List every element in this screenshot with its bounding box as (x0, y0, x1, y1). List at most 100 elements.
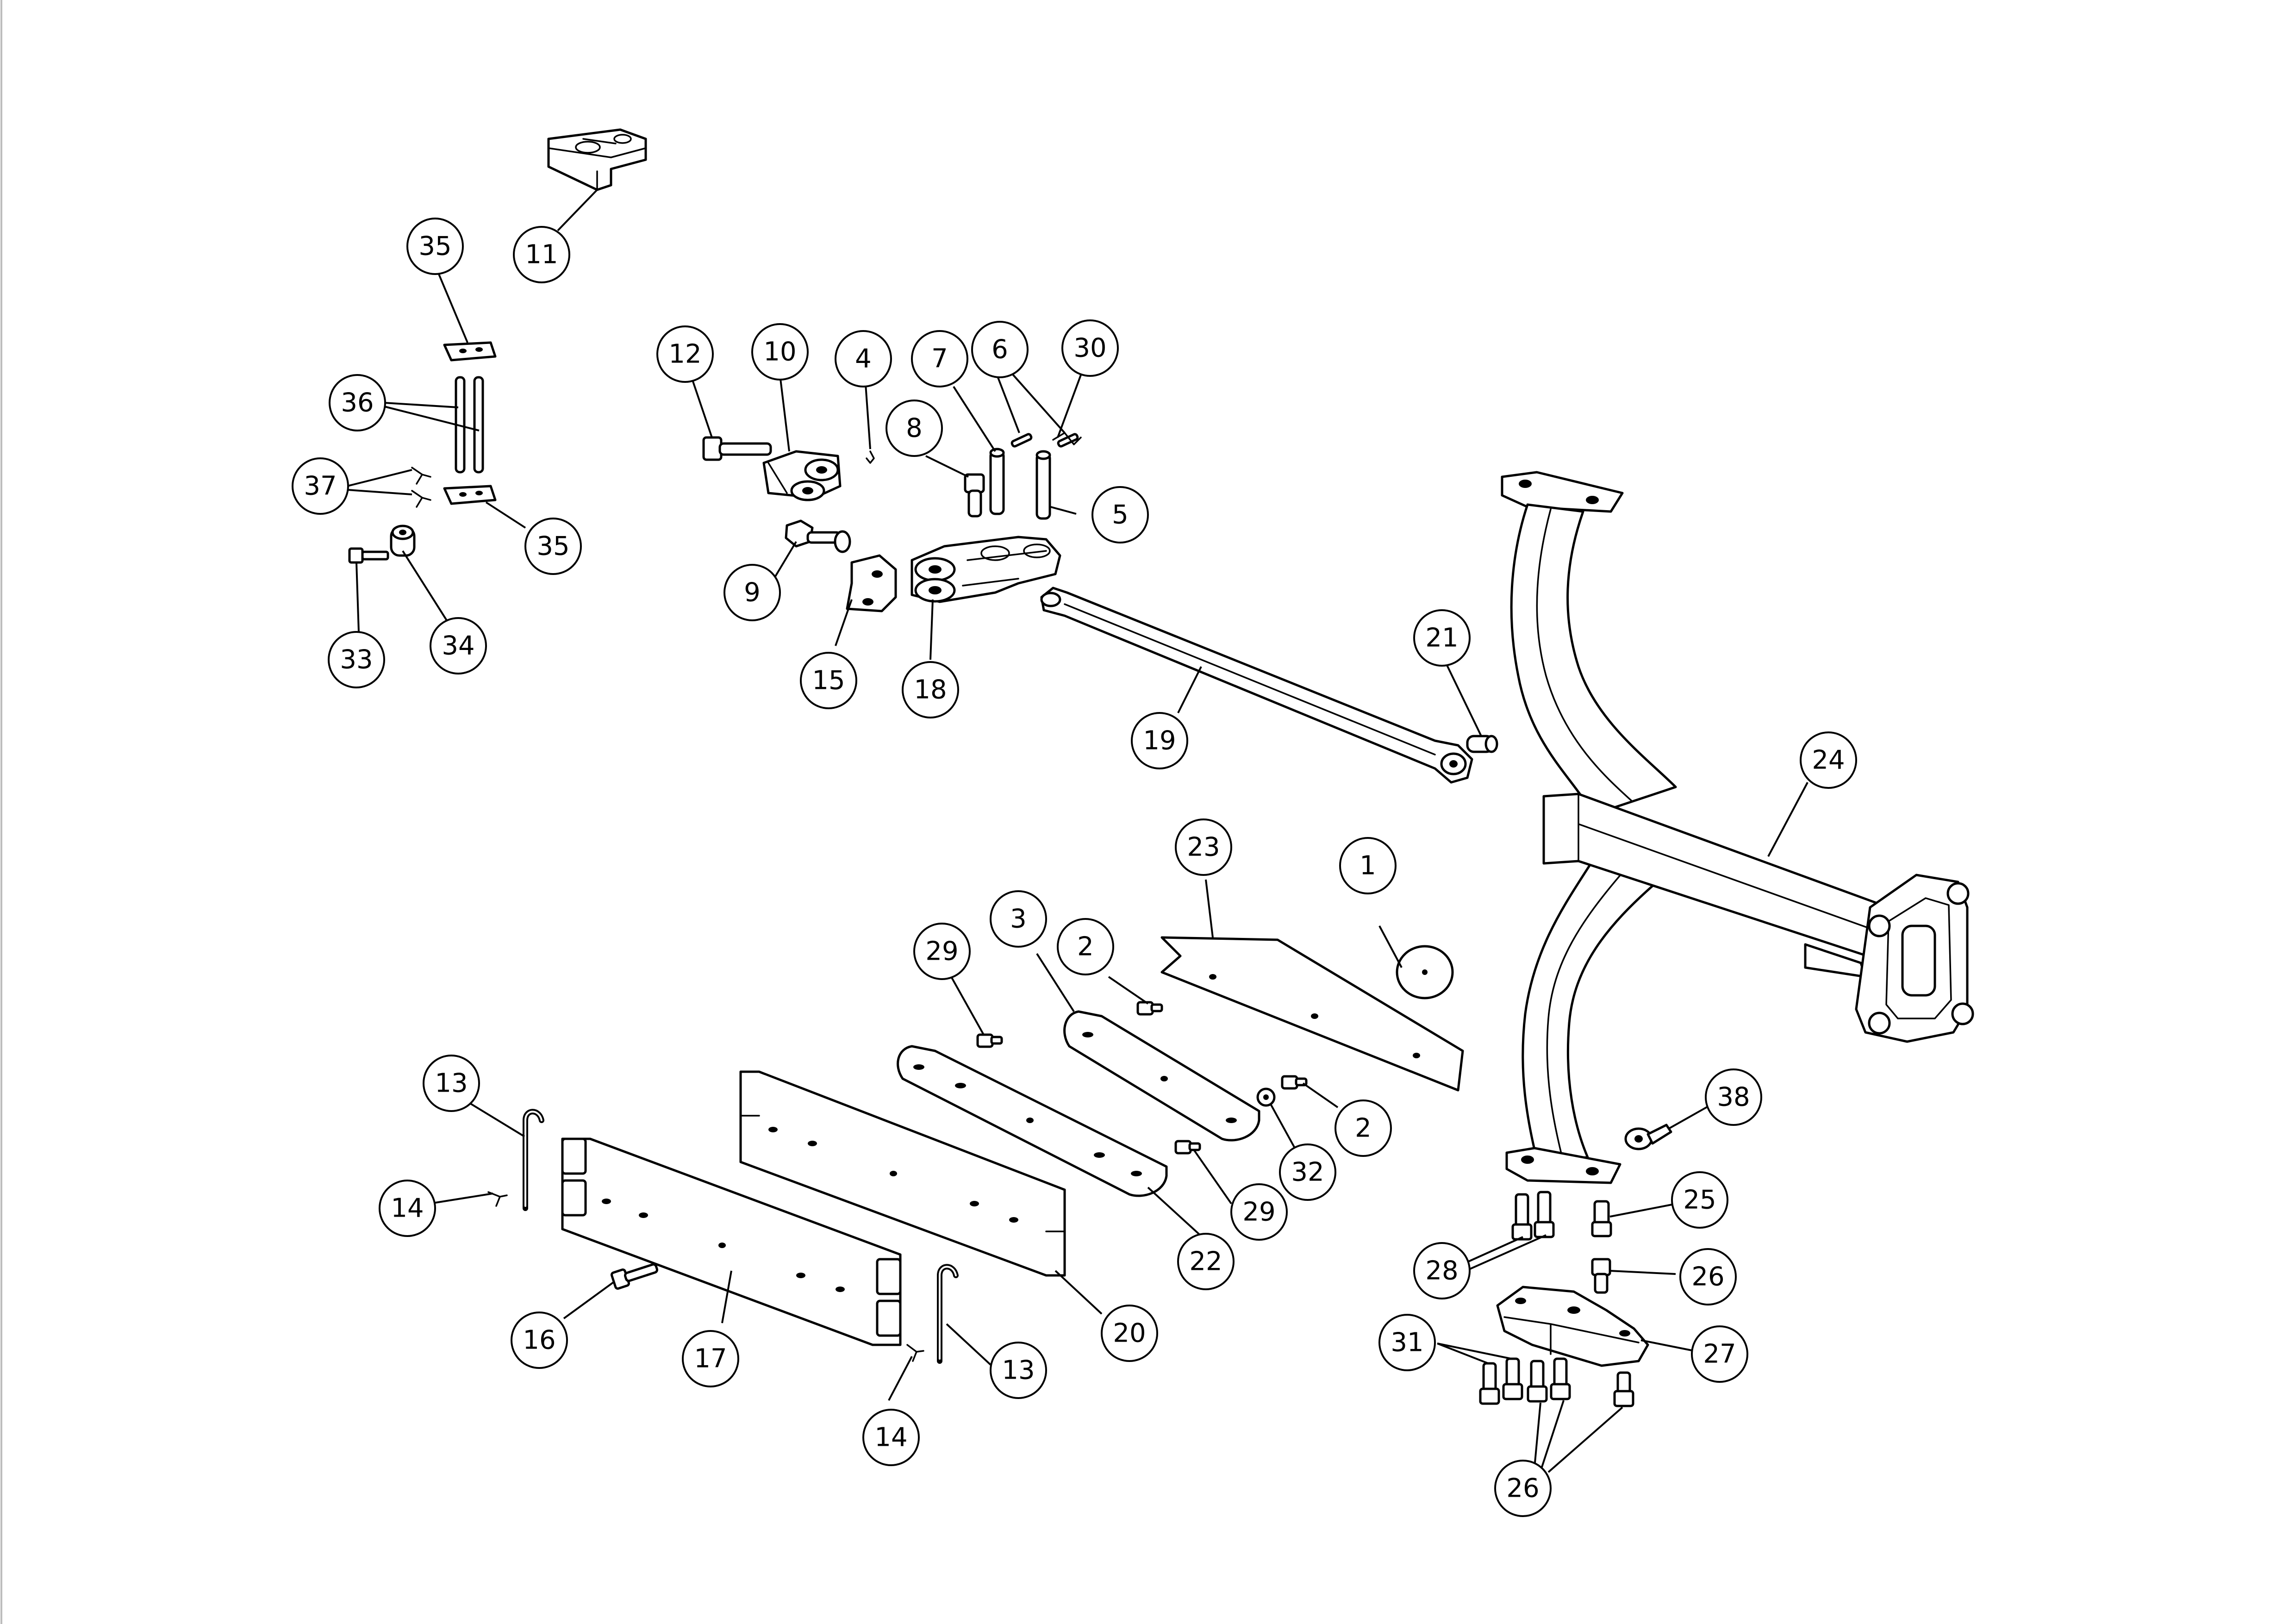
callout-3: 3 (990, 890, 1047, 948)
svg-text:26: 26 (1506, 1474, 1539, 1504)
svg-text:18: 18 (914, 675, 947, 705)
callout-1: 1 (1339, 837, 1397, 894)
callout-13-lower: 13 (990, 1342, 1047, 1399)
leader-19 (1177, 666, 1202, 713)
callout-24: 24 (1800, 731, 1857, 789)
leader-26-c (1547, 1406, 1623, 1473)
part-24-main-frame (1501, 471, 1974, 1184)
leader-31-a (1437, 1343, 1489, 1364)
part-2-bolt-upper (1136, 1001, 1163, 1016)
leader-6a (994, 370, 1020, 433)
leader-13-lower (946, 1323, 992, 1366)
leader-22 (1147, 1187, 1202, 1237)
leader-38 (1668, 1106, 1709, 1130)
svg-text:36: 36 (341, 388, 374, 418)
part-35-plate-top (443, 341, 497, 362)
callout-35-lower: 35 (524, 518, 582, 575)
svg-text:27: 27 (1703, 1339, 1736, 1369)
part-15-bracket (846, 554, 897, 612)
leader-24 (1767, 782, 1809, 857)
leader-29-lower (1193, 1149, 1232, 1205)
part-38-eye (1624, 1124, 1672, 1150)
part-20-blade (739, 1070, 1066, 1277)
part-29-bolt-upper (976, 1033, 1003, 1048)
leader-18 (929, 599, 934, 660)
callout-32: 32 (1279, 1143, 1336, 1201)
part-12-bolt (702, 436, 772, 461)
svg-text:22: 22 (1189, 1247, 1222, 1277)
callout-20: 20 (1101, 1305, 1158, 1362)
leader-9 (774, 541, 797, 577)
svg-text:25: 25 (1683, 1185, 1716, 1215)
svg-text:37: 37 (304, 471, 337, 501)
leader-5 (1050, 506, 1077, 515)
part-13-rod-upper (523, 1109, 544, 1211)
leader-26-b (1540, 1400, 1565, 1469)
callout-25: 25 (1671, 1171, 1728, 1229)
svg-text:21: 21 (1425, 623, 1458, 653)
svg-text:26: 26 (1691, 1262, 1724, 1292)
svg-text:34: 34 (442, 631, 474, 661)
part-6-cotter-pins (1010, 433, 1079, 448)
callouts-layer: 1 2 2 3 4 5 6 7 8 9 10 11 12 13 13 14 14… (292, 218, 1857, 1517)
part-13-rod-lower (937, 1264, 959, 1364)
svg-text:6: 6 (992, 335, 1008, 365)
callout-26-lower: 26 (1494, 1460, 1552, 1517)
part-2-bolt-lower (1281, 1075, 1308, 1090)
leader-12 (691, 378, 713, 438)
svg-text:4: 4 (855, 344, 872, 374)
leader-20 (1054, 1270, 1103, 1315)
svg-text:29: 29 (925, 937, 958, 967)
callout-19: 19 (1131, 712, 1188, 769)
part-19-link (1040, 587, 1473, 784)
callout-12: 12 (656, 325, 714, 383)
leader-2-lower (1302, 1082, 1339, 1108)
callout-16: 16 (511, 1312, 568, 1369)
part-11-bracket (547, 128, 647, 191)
svg-text:13: 13 (435, 1068, 468, 1099)
leader-13-upper (467, 1101, 525, 1137)
callout-2-lower: 2 (1335, 1099, 1392, 1157)
callout-17: 17 (682, 1330, 739, 1387)
leader-25 (1609, 1204, 1672, 1218)
leader-6b (1008, 369, 1066, 434)
svg-text:29: 29 (1242, 1197, 1275, 1227)
svg-text:32: 32 (1291, 1157, 1324, 1187)
part-1-disc (1396, 945, 1454, 999)
leader-35-upper (437, 270, 468, 343)
parts-layer (348, 128, 1974, 1407)
leader-35-lower (485, 501, 526, 529)
part-32-washer (1256, 1087, 1276, 1107)
leader-11 (557, 189, 598, 231)
callout-38: 38 (1705, 1068, 1762, 1126)
leader-34 (402, 550, 448, 621)
leader-8 (925, 455, 969, 478)
callout-6: 6 (971, 321, 1029, 378)
svg-text:15: 15 (812, 666, 845, 696)
svg-text:14: 14 (391, 1193, 424, 1224)
svg-text:24: 24 (1812, 745, 1845, 775)
callout-30: 30 (1061, 319, 1119, 377)
callout-34: 34 (430, 617, 487, 675)
callout-5: 5 (1091, 486, 1149, 543)
callout-31: 31 (1378, 1314, 1436, 1371)
leader-28-b (1462, 1234, 1547, 1273)
leader-21 (1446, 664, 1482, 737)
callout-29-upper: 29 (913, 923, 971, 980)
leaders-layer (347, 189, 1809, 1473)
svg-text:14: 14 (874, 1423, 907, 1453)
leader-15 (835, 599, 853, 646)
leader-4 (865, 384, 871, 450)
leader-23 (1205, 879, 1214, 938)
part-23-plate (1160, 936, 1464, 1092)
svg-text:9: 9 (744, 578, 761, 608)
leader-3 (1036, 953, 1075, 1012)
part-3-plate (1063, 1010, 1260, 1142)
leader-32 (1270, 1104, 1297, 1151)
part-22-plate (897, 1045, 1168, 1197)
svg-text:13: 13 (1002, 1355, 1035, 1386)
leader-10 (779, 375, 790, 452)
callout-14-upper: 14 (379, 1180, 436, 1237)
leader-36-a (384, 402, 459, 408)
part-26-bolts-lower (1527, 1357, 1634, 1407)
